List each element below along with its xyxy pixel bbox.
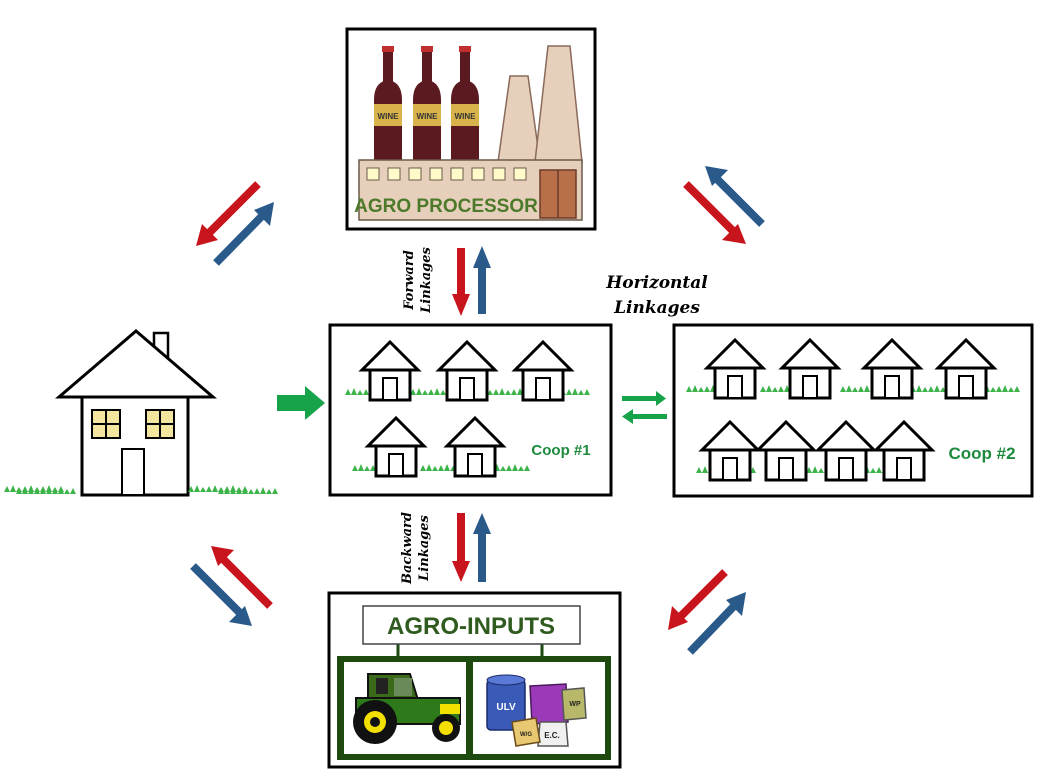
farmer-house <box>4 329 278 497</box>
coop-1-box: Coop #1 <box>328 323 613 497</box>
agro-inputs-title-box <box>362 605 581 645</box>
horizontal-label-line-2: Linkages <box>613 298 700 318</box>
backward-label-line-2: Linkages <box>417 515 432 582</box>
backward-linkages-label: Backward Linkages <box>400 512 432 585</box>
horizontal-arrow-left <box>622 409 667 424</box>
wine-bottle: WINE <box>374 46 402 160</box>
house-door <box>121 448 145 496</box>
drum-label: ULV <box>496 702 516 713</box>
backward-label-line-1: Backward <box>400 512 415 585</box>
chemicals-icon: ULV WP E.C. W/G <box>486 674 587 747</box>
agro-processor-box: WINE WINE WINE AG <box>345 27 597 231</box>
house-window <box>145 409 175 439</box>
coop-2-box: Coop #2 <box>672 323 1034 498</box>
agro-inputs-box: AGRO-INPUTS ULV WP E.C. <box>327 591 622 769</box>
tractor-icon <box>353 673 461 744</box>
house-to-coop-arrow <box>277 386 325 420</box>
box-label: W/G <box>520 732 532 738</box>
backward-arrow-down <box>452 513 470 582</box>
forward-label-line-1: Forward <box>402 250 417 311</box>
house-window <box>91 409 121 439</box>
diagonal-arrow-red <box>683 181 746 244</box>
forward-arrow-up <box>473 246 491 314</box>
diagonal-arrow-red <box>196 181 261 246</box>
horizontal-linkages-label: Horizontal Linkages <box>605 273 708 318</box>
wine-bottle: WINE <box>451 46 479 160</box>
wg-box <box>511 717 541 747</box>
forward-label-line-2: Linkages <box>419 247 434 314</box>
bottle-label: WINE <box>417 112 439 121</box>
agro-processor-sign: AGRO PROCESSOR <box>354 196 538 217</box>
diagonal-arrow-blue <box>213 202 274 266</box>
bottle-label: WINE <box>455 112 477 121</box>
jug-label: E.C. <box>544 731 560 740</box>
agro-inputs-title: AGRO-INPUTS <box>387 613 555 640</box>
coop-1-label: Coop #1 <box>531 442 590 459</box>
backward-arrow-up <box>473 513 491 582</box>
horizontal-arrow-right <box>622 391 666 406</box>
diagonal-arrow-red <box>211 546 273 609</box>
diagonal-arrow-blue <box>687 592 746 655</box>
wine-bottle: WINE <box>413 46 441 160</box>
forward-arrow-down <box>452 248 470 316</box>
diagonal-arrow-red <box>668 569 728 630</box>
diagonal-arrow-blue <box>190 563 252 626</box>
horizontal-label-line-1: Horizontal <box>605 273 708 293</box>
diagonal-arrow-blue <box>705 166 765 227</box>
forward-linkages-label: Forward Linkages <box>402 247 434 314</box>
coop-2-label: Coop #2 <box>948 444 1015 463</box>
bag-label: WP <box>569 701 581 708</box>
purple-bag <box>529 683 569 725</box>
bottle-label: WINE <box>378 112 400 121</box>
